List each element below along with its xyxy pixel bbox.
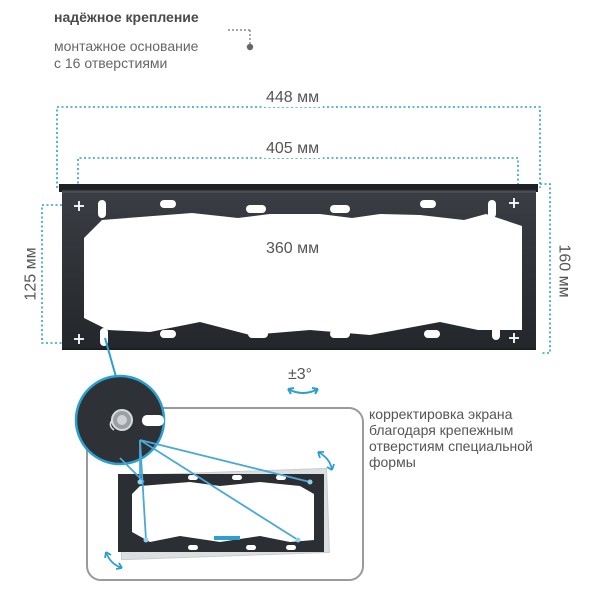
dimension-160: [540, 183, 551, 354]
dimension-label-125: 125 мм: [22, 244, 41, 304]
wall-bracket-plate: [59, 184, 538, 350]
inset-note-line-1: корректировка экрана: [369, 406, 513, 422]
callout-leader: [228, 29, 254, 51]
inset-leader-rays: [119, 439, 311, 541]
callout-line-1: монтажное основание: [54, 38, 199, 54]
rotation-arrow-top-icon: [317, 451, 335, 471]
dimension-label-160: 160 мм: [554, 241, 573, 301]
inset-note-line-4: формы: [369, 454, 416, 470]
plus-markers: [74, 198, 519, 344]
dimension-448: [56, 106, 541, 188]
tilt-label: ±3°: [286, 366, 315, 384]
inset-hole-dots: [137, 479, 313, 543]
dimension-label-360: 360 мм: [262, 240, 324, 258]
inset-note-line-3: отверстиям специальной: [369, 438, 533, 454]
rotation-arrow-bottom-icon: [104, 551, 123, 570]
inset-bracket: [118, 474, 324, 552]
inset-note-line-2: благодаря крепежным: [369, 422, 514, 438]
dimension-125: [41, 204, 62, 344]
callout-title: надёжное крепление: [54, 9, 199, 25]
dimension-label-405: 405 мм: [262, 140, 324, 158]
dimension-label-448: 448 мм: [262, 89, 324, 107]
mounting-holes: [98, 200, 500, 346]
zoom-detail: [74, 374, 166, 466]
callout-line-2: с 16 отверстиями: [54, 55, 168, 71]
dimension-405: [77, 157, 519, 188]
inset-note: корректировка экрана благодаря крепежным…: [369, 406, 594, 470]
tilt-arrow-icon: [287, 387, 319, 395]
